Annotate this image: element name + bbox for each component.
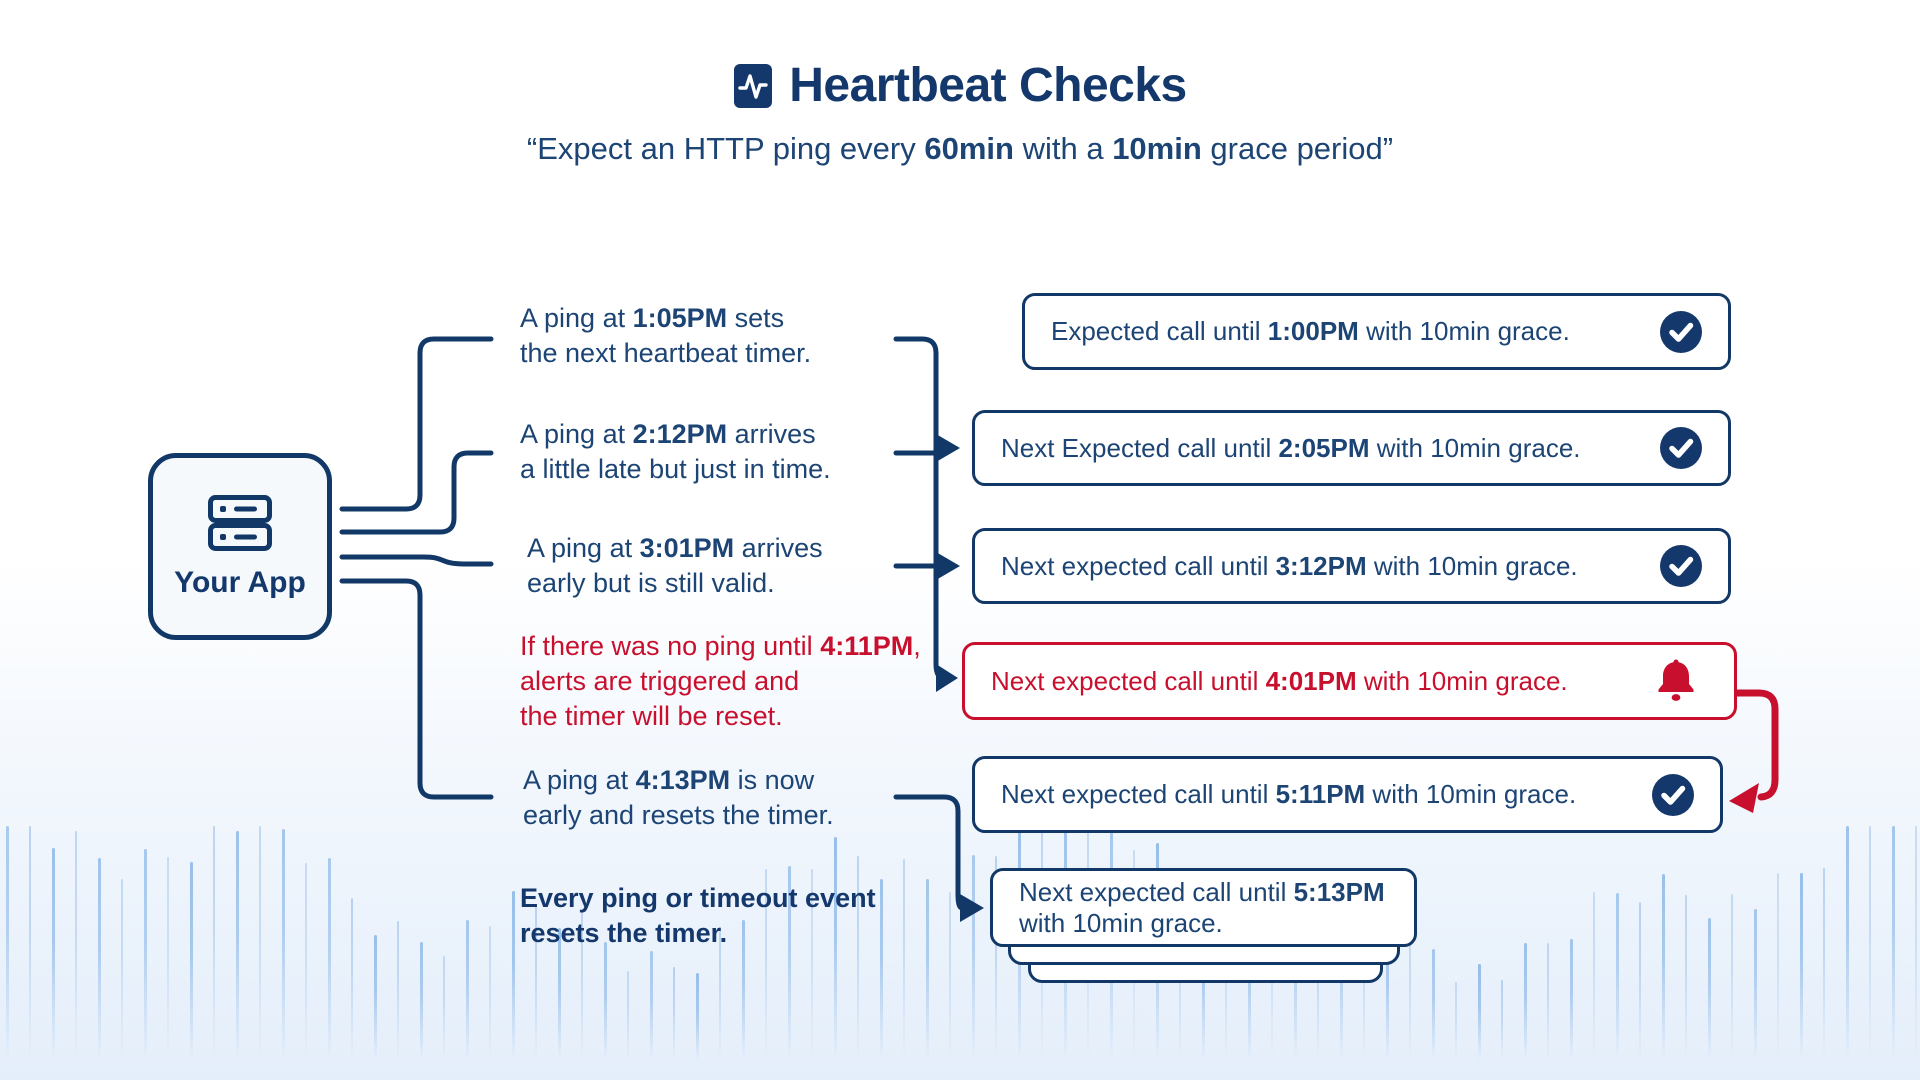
event-box-3-12pm: Next expected call until 3:12PM with 10m… [972, 528, 1731, 604]
check-icon [1650, 772, 1696, 818]
your-app-label: Your App [174, 565, 306, 599]
event-box-2-05pm: Next Expected call until 2:05PM with 10m… [972, 410, 1731, 486]
arrowhead-into-event2 [936, 434, 960, 462]
wire-app-to-ann5 [339, 578, 494, 800]
event-box-5-13pm: Next expected call until 5:13PM with 10m… [990, 868, 1417, 947]
arrowhead-into-event4 [936, 664, 958, 692]
wire-app-to-ann1 [339, 336, 494, 512]
header: Heartbeat Checks “Expect an HTTP ping ev… [0, 58, 1920, 167]
wire-app-to-ann2 [339, 450, 494, 535]
annotation-ping-2-12: A ping at 2:12PM arrives a little late b… [520, 419, 831, 484]
check-icon [1658, 543, 1704, 589]
event-box-4-01pm-alert: Next expected call until 4:01PM with 10m… [962, 642, 1737, 720]
arrowhead-into-event6 [960, 894, 984, 922]
event-box-5-11pm: Next expected call until 5:11PM with 10m… [972, 756, 1723, 833]
page-title: Heartbeat Checks [789, 59, 1187, 112]
annotation-ping-1-05: A ping at 1:05PM sets the next heartbeat… [520, 303, 812, 368]
check-icon [1658, 425, 1704, 471]
wire-ann1-down [893, 336, 947, 681]
annotation-ping-3-01: A ping at 3:01PM arrives early but is st… [527, 533, 823, 598]
annotation-ping-4-13: A ping at 4:13PM is now early and resets… [523, 765, 834, 830]
subtitle: “Expect an HTTP ping every 60min with a … [526, 131, 1394, 166]
wire-ann5-down [893, 794, 965, 911]
event-box-1-00pm: Expected call until 1:00PM with 10min gr… [1022, 293, 1731, 370]
wire-app-to-ann3 [339, 554, 494, 567]
activity-icon [733, 63, 773, 109]
bell-icon [1656, 659, 1696, 703]
your-app-node: Your App [148, 453, 332, 640]
annotation-reset-rule: Every ping or timeout event resets the t… [520, 883, 876, 948]
annotation-timeout-4-11: If there was no ping until 4:11PM, alert… [520, 631, 921, 731]
check-icon [1658, 309, 1704, 355]
arrowhead-into-event3 [936, 552, 960, 580]
server-icon [207, 494, 273, 552]
